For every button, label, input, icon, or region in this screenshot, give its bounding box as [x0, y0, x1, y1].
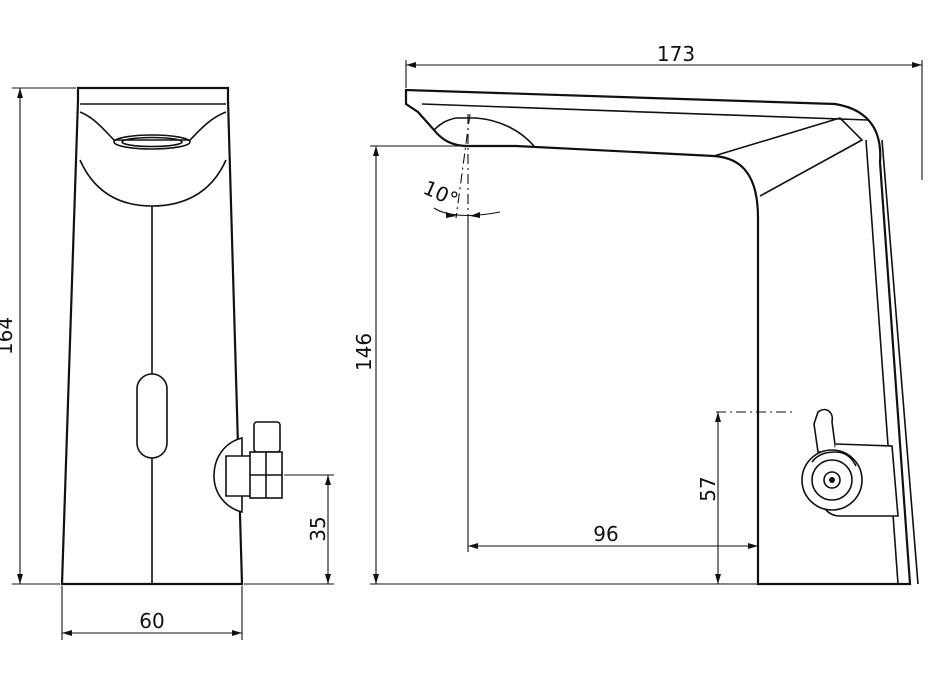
front-aerator-outer: [113, 134, 191, 150]
front-head-curve: [79, 159, 227, 207]
dim-overall-length: [405, 60, 923, 180]
side-view: 173 146 10° 96 57: [352, 42, 923, 586]
front-sensor-window: [136, 373, 168, 459]
dim-base-width-label: 60: [139, 609, 164, 633]
front-body-outline: [60, 86, 244, 586]
dim-spout-reach-label: 96: [593, 522, 618, 546]
dim-overall-length-label: 173: [657, 42, 695, 66]
dim-lever-axis-height: [715, 412, 721, 584]
side-spout-inner: [421, 103, 869, 121]
side-lever: [801, 408, 899, 517]
front-head-funnel: [79, 111, 227, 141]
dim-spout-angle-label: 10°: [420, 175, 462, 211]
front-lever: [213, 421, 283, 514]
side-spout-angle-line: [455, 113, 471, 219]
dim-overall-height: [12, 87, 76, 585]
dim-spout-reach: [467, 220, 759, 552]
front-view: 164 60 35: [0, 86, 334, 640]
dim-lever-axis-height-label: 57: [696, 476, 720, 501]
side-spout-lower: [433, 117, 535, 147]
dim-lever-height: [244, 474, 334, 585]
dim-base-width: [61, 586, 243, 640]
dim-lever-height-label: 35: [306, 516, 330, 541]
front-aerator-inner: [121, 136, 183, 148]
dim-spout-height: [370, 145, 758, 585]
dim-spout-height-label: 146: [352, 333, 376, 371]
side-body-outline: [404, 88, 912, 586]
side-back-edge-2: [881, 139, 919, 585]
side-body-bevel: [713, 117, 864, 197]
dim-overall-height-label: 164: [0, 317, 17, 355]
side-angle-arc: [433, 207, 501, 216]
